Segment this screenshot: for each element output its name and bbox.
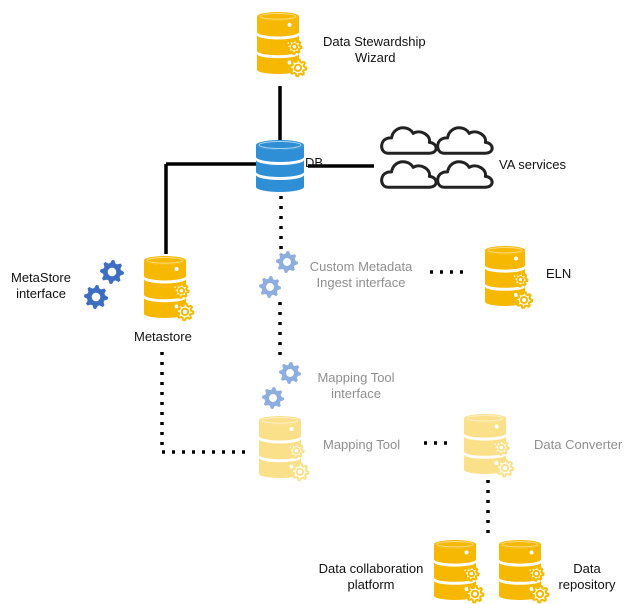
cloud-icon (380, 126, 438, 155)
gear-icon (175, 302, 195, 322)
mapping-tool-database-icon (259, 416, 310, 482)
collab-database-icon (434, 540, 485, 604)
gear-icon (465, 584, 485, 604)
gear-icon (286, 38, 303, 55)
data-converter-database-icon (464, 414, 515, 478)
gear-icon (528, 565, 545, 582)
gear-icon (530, 584, 550, 604)
data-converter-label: Data Converter (534, 437, 623, 452)
metastore-interface-gear-icon (100, 260, 124, 284)
eln-database-icon (485, 246, 534, 310)
cloud-icon (436, 160, 494, 189)
eln-label: ELN (546, 266, 572, 281)
data-collaboration-label: Data collaboration platform (318, 561, 424, 592)
dsw-label: Data Stewardship Wizard (323, 34, 426, 65)
metastore-label: Metastore (134, 329, 192, 344)
gear-icon (493, 439, 510, 456)
mapping-interface-gear-icon (279, 362, 301, 384)
gear-icon (288, 58, 308, 78)
gear-icon (512, 271, 529, 288)
db-label: DB (305, 155, 324, 170)
va-services-label: VA services (499, 157, 566, 172)
mapping-interface-label: Mapping Tool interface (317, 370, 395, 401)
metastore-database-icon (144, 256, 195, 322)
mapping-interface-gear-icon (262, 387, 284, 409)
metastore-interface-gear-icon (84, 285, 108, 309)
ingest-interface-gear-icon (259, 276, 281, 298)
custom-ingest-label: Custom Metadata Ingest interface (309, 259, 413, 290)
cloud-icon (436, 126, 494, 155)
gear-icon (290, 462, 310, 482)
data-repository-label: Data repository (558, 561, 616, 592)
ingest-interface-gear-icon (276, 251, 298, 273)
gear-icon (463, 565, 480, 582)
gear-icon (495, 458, 515, 478)
mapping-tool-label: Mapping Tool (323, 437, 401, 452)
cloud-icon (380, 160, 438, 189)
db-database-icon (256, 140, 304, 192)
dsw-database-icon (257, 12, 308, 78)
metastore-interface-label: MetaStore interface (11, 270, 71, 301)
gear-icon (288, 442, 305, 459)
gear-icon (514, 290, 534, 310)
repository-database-icon (499, 540, 550, 604)
gear-icon (173, 282, 190, 299)
